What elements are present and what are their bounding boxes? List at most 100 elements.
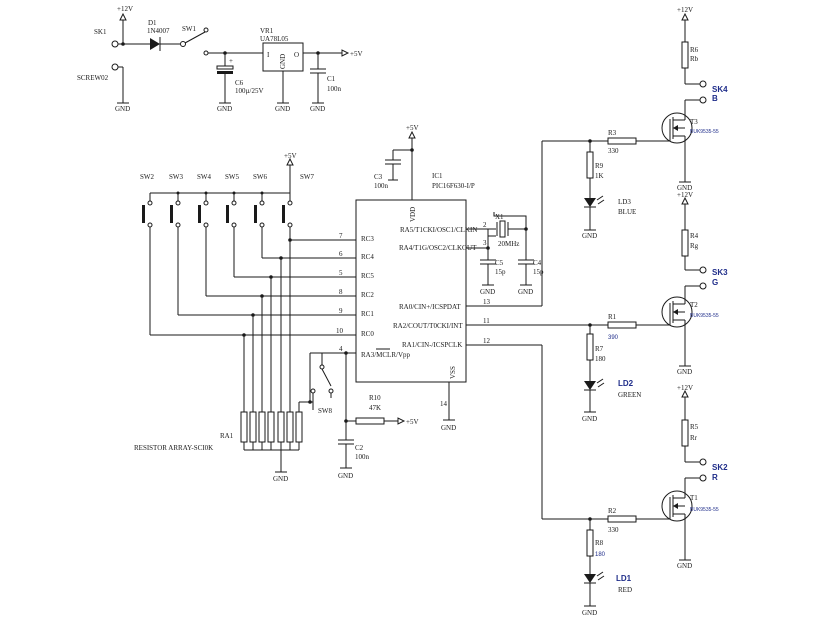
ic1-right-pins: RA5/T1CKI/OSC1/CLKIN 2 RA4/T1G/OSC2/CLKO… — [393, 221, 491, 349]
pin-num-11: 11 — [483, 317, 490, 325]
channel-red: R2 330 R8 180 GND LD1 RED T1 BUK9535-55 … — [466, 344, 728, 617]
vr1-pin-i: I — [267, 51, 270, 59]
r10-label: R10 — [369, 394, 381, 402]
sk4-label: SK4 — [712, 85, 728, 94]
ic1-left-pins: 7 RC3 6 RC4 5 RC5 8 RC2 9 RC1 10 RC0 4 R… — [336, 232, 411, 359]
sw6-switch — [254, 193, 265, 258]
sw8-label: SW8 — [318, 407, 333, 415]
pin-num-rc0: 10 — [336, 327, 344, 335]
c5-value: 15p — [495, 268, 506, 276]
r2-label: R2 — [608, 507, 617, 515]
c4-label: C4 — [533, 259, 542, 267]
pin-name-rc3: RC3 — [361, 235, 374, 243]
pin-num-rc2: 8 — [339, 288, 343, 296]
supply-label-12v-r5: +12V — [677, 384, 693, 392]
c2-value: 100n — [355, 453, 370, 461]
r6-label: R6 — [690, 46, 699, 54]
sw1-label: SW1 — [182, 25, 197, 33]
pin-num-rc1: 9 — [339, 307, 343, 315]
d1-value: 1N4007 — [147, 27, 170, 35]
r2-value: 330 — [608, 526, 619, 534]
gnd-label-c5: GND — [480, 288, 495, 296]
t2-label: T2 — [690, 301, 698, 309]
r7-label: R7 — [595, 345, 604, 353]
t1-part: BUK9535-55 — [690, 507, 719, 513]
sw2-switch — [142, 193, 153, 335]
ld2-color: GREEN — [618, 391, 641, 399]
r10-value: 47K — [369, 404, 381, 412]
gnd-label-sk1: GND — [115, 105, 130, 113]
pin-num-3: 3 — [483, 239, 487, 247]
supply-label-5v-top: +5V — [350, 50, 363, 58]
gnd-label-c4: GND — [518, 288, 533, 296]
pin-name-rc4: RC4 — [361, 253, 374, 261]
d1-diode — [150, 38, 160, 50]
x1-crystal — [499, 220, 506, 238]
sw7-switch — [282, 193, 293, 240]
ld1-label: LD1 — [616, 574, 632, 583]
supply-label-5v-vdd: +5V — [406, 124, 419, 132]
gnd-label-ld3: GND — [582, 232, 597, 240]
c4-value: 15p — [533, 268, 544, 276]
ic1-vdd: VDD — [409, 207, 417, 222]
c3-label: C3 — [374, 173, 383, 181]
t2-part: BUK9535-55 — [690, 313, 719, 319]
ld3-label: LD3 — [618, 198, 631, 206]
pin-name-rc0: RC0 — [361, 330, 374, 338]
d1-label: D1 — [148, 19, 157, 27]
vr1-value: UA78L05 — [260, 35, 289, 43]
gnd-label-vr1: GND — [275, 105, 290, 113]
r7-value: 180 — [595, 355, 606, 363]
r5-value: Rr — [690, 434, 698, 442]
ic1-label: IC1 — [432, 172, 443, 180]
r8-label: R8 — [595, 539, 604, 547]
gnd-label-ic1: GND — [441, 424, 456, 432]
x1-value: 20MHz — [498, 240, 519, 248]
gnd-label-c6: GND — [217, 105, 232, 113]
screw-label: SCREW02 — [77, 74, 109, 82]
gnd-label-ld2: GND — [582, 415, 597, 423]
pin-num-ra3: 4 — [339, 345, 343, 353]
pin-name-ra4: RA4/T1G/OSC2/CLKOUT — [399, 244, 477, 252]
vr1-pin-gnd: GND — [279, 54, 287, 69]
supply-label-12v-r4: +12V — [677, 191, 693, 199]
pin-num-rc5: 5 — [339, 269, 343, 277]
pin-name-rc2: RC2 — [361, 291, 374, 299]
supply-label-12v: +12V — [117, 5, 133, 13]
sk3-label: SK3 — [712, 268, 728, 277]
r5-label: R5 — [690, 423, 699, 431]
ld3-color: BLUE — [618, 208, 636, 216]
c1-value: 100n — [327, 85, 342, 93]
sk4-color: B — [712, 94, 718, 103]
microcontroller-section: +5V C3 100n IC1 PIC16F630-I/P VDD VSS 7 … — [310, 124, 544, 480]
r9-value: 1K — [595, 172, 604, 180]
r1-value: 390 — [608, 335, 619, 341]
ic1-vss: VSS — [449, 366, 457, 379]
c5-label: C5 — [495, 259, 504, 267]
pin-name-ra0: RA0/CIN+/ICSPDAT — [399, 303, 461, 311]
r4-value: Rg — [690, 242, 699, 250]
sw6-label: SW6 — [253, 173, 268, 181]
pin-num-2: 2 — [483, 221, 487, 229]
t3-label: T3 — [690, 118, 698, 126]
sw5-label: SW5 — [225, 173, 240, 181]
gnd-label-t1: GND — [677, 562, 692, 570]
sk2-color: R — [712, 473, 718, 482]
t1-label: T1 — [690, 494, 698, 502]
r3-label: R3 — [608, 129, 617, 137]
switch-bank: +5V SW2 SW3 SW4 SW5 SW6 SW7 — [140, 152, 356, 412]
sk1-label: SK1 — [94, 28, 107, 36]
sk1-terminal-2 — [111, 63, 119, 71]
gnd-label-ra1: GND — [273, 475, 288, 483]
sw2-label: SW2 — [140, 173, 155, 181]
ic1-body — [355, 199, 467, 383]
gnd-label-t2: GND — [677, 368, 692, 376]
c6-label: C6 — [235, 79, 244, 87]
ic1-value: PIC16F630-I/P — [432, 182, 475, 190]
resistor-array: GND RA1 RESISTOR ARRAY-SCI0K — [134, 411, 303, 483]
sk1-terminal-1 — [111, 40, 119, 48]
sw4-switch — [198, 193, 209, 296]
pin-name-rc1: RC1 — [361, 310, 374, 318]
sk3-color: G — [712, 278, 718, 287]
